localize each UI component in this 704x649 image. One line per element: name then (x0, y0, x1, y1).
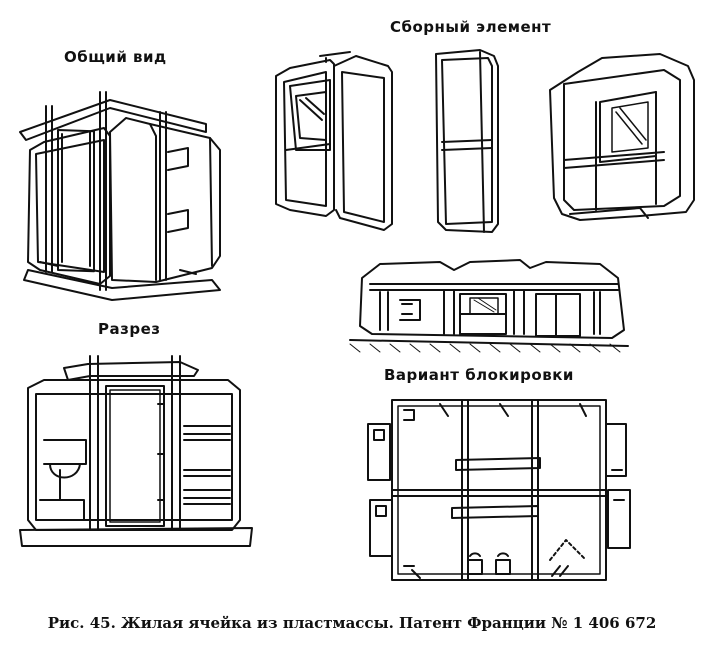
figure-caption: Рис. 45. Жилая ячейка из пластмассы. Пат… (47, 614, 657, 632)
assembly-element-2 (436, 50, 498, 232)
label-blocking-variant: Вариант блокировки (384, 366, 574, 384)
general-view-shell (28, 128, 110, 284)
assembly-element-3 (550, 54, 694, 220)
label-general-view: Общий вид (64, 48, 167, 66)
general-view-drawing (20, 92, 220, 300)
assembly-element-1 (276, 52, 392, 230)
ground-line (350, 340, 628, 346)
general-view-door (58, 130, 94, 271)
general-view-runners (24, 270, 220, 300)
assembled-row-drawing (350, 260, 628, 352)
blocking-variant-plan (368, 400, 630, 580)
section-base (20, 528, 252, 546)
label-assembly-element: Сборный элемент (390, 18, 552, 36)
general-view-frame (20, 100, 206, 140)
section-drawing (20, 356, 252, 546)
label-section: Разрез (98, 320, 161, 338)
section-door (106, 386, 164, 526)
